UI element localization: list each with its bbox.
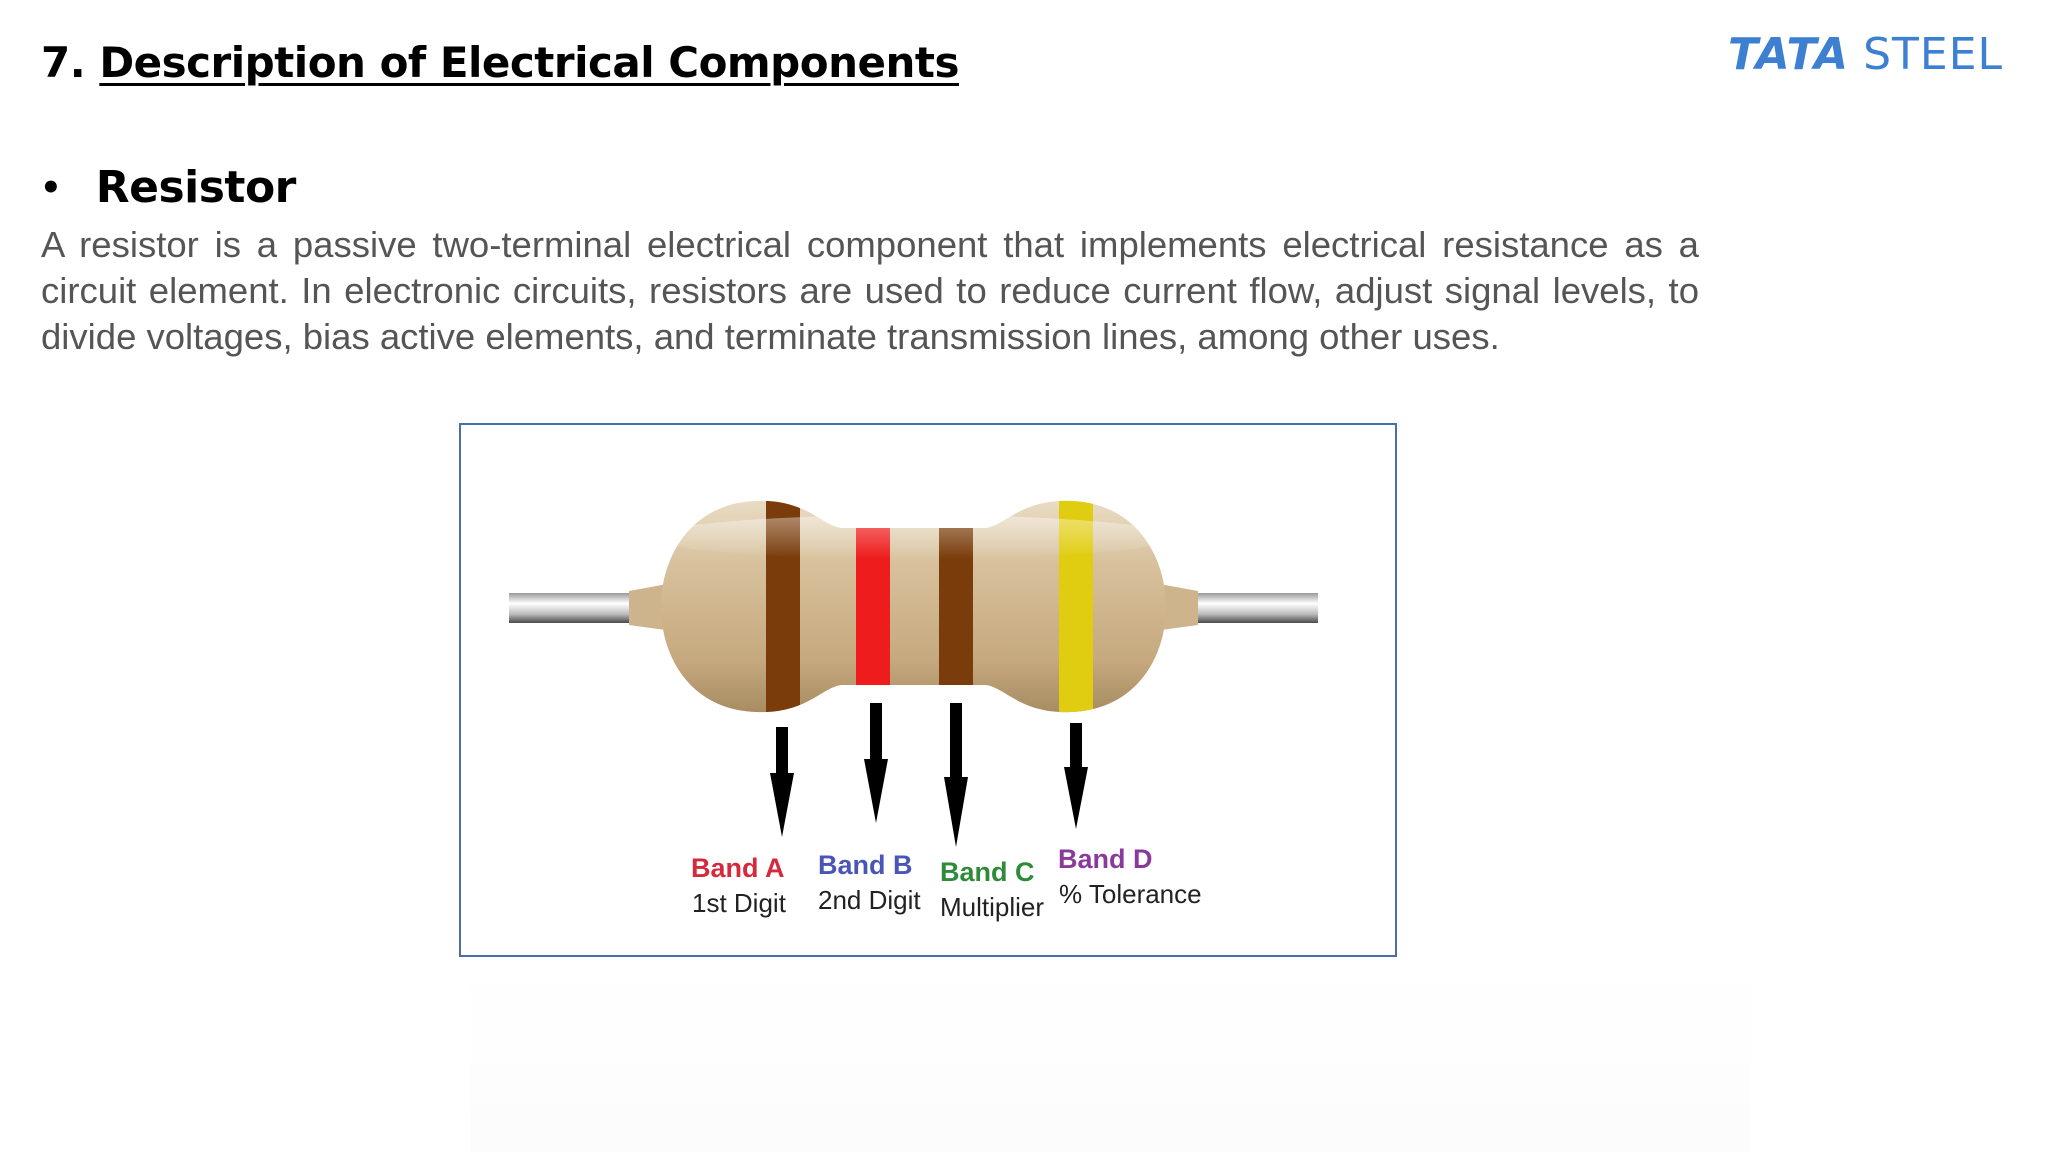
band-d-name: Band D bbox=[1058, 844, 1153, 874]
band-c-name: Band C bbox=[940, 857, 1035, 887]
resistor-figure: Band A 1st Digit Band B 2nd Digit Band C… bbox=[459, 423, 1397, 957]
body-shine bbox=[661, 515, 1166, 559]
bullet-dot: • bbox=[40, 167, 62, 208]
band-b-name: Band B bbox=[818, 850, 913, 880]
logo-word-tata: TATA bbox=[1728, 28, 1850, 80]
band-c-desc: Multiplier bbox=[940, 892, 1044, 922]
band-a-desc: 1st Digit bbox=[692, 888, 787, 918]
band-d-arrow bbox=[1064, 723, 1088, 829]
background-fade bbox=[470, 960, 1750, 1152]
brand-logo: TATA STEEL bbox=[1728, 26, 2003, 82]
section-bullet: • Resistor bbox=[40, 162, 296, 213]
band-a-arrow bbox=[770, 727, 794, 837]
logo-word-steel: STEEL bbox=[1863, 28, 2004, 80]
band-c-arrow bbox=[944, 703, 968, 847]
heading-number: 7. bbox=[41, 38, 86, 87]
section-title: Resistor bbox=[95, 162, 297, 213]
slide-heading: 7. Description of Electrical Components bbox=[41, 38, 959, 87]
resistor-diagram: Band A 1st Digit Band B 2nd Digit Band C… bbox=[509, 500, 1318, 922]
band-b-stripe bbox=[856, 500, 890, 713]
left-lead bbox=[509, 593, 639, 623]
band-c-stripe bbox=[939, 500, 973, 713]
band-a-name: Band A bbox=[691, 853, 785, 883]
band-d-desc: % Tolerance bbox=[1059, 879, 1202, 909]
heading-title: Description of Electrical Components bbox=[99, 38, 959, 87]
band-b-arrow bbox=[864, 703, 888, 823]
band-b-desc: 2nd Digit bbox=[818, 885, 921, 915]
right-lead bbox=[1188, 593, 1318, 623]
body-paragraph: A resistor is a passive two-terminal ele… bbox=[41, 224, 1699, 357]
